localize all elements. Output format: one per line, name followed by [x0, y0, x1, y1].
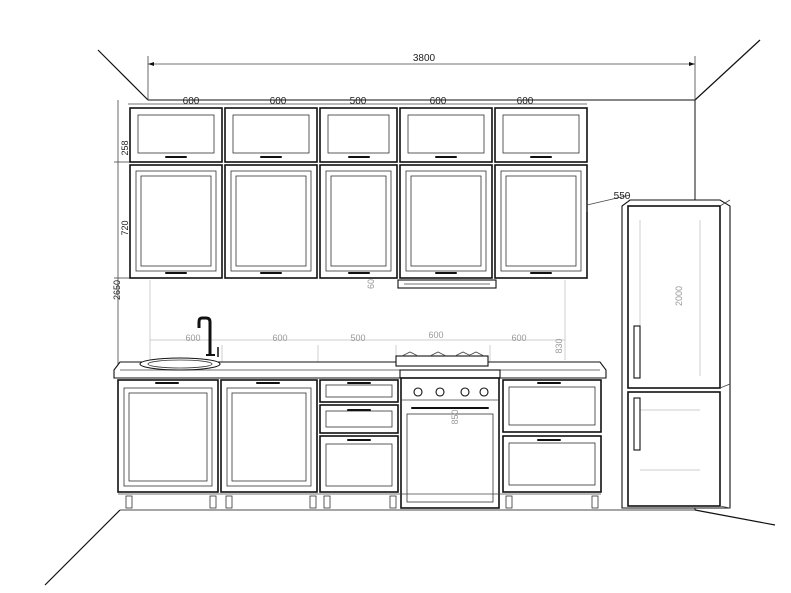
fridge-lower-handle	[633, 397, 641, 451]
overall-width-dimension: 3800	[147, 53, 696, 100]
counter-width-5: 600	[511, 333, 526, 343]
oven-knob-2	[435, 387, 445, 397]
upper-door-height-label: 720	[120, 220, 130, 235]
range-hood: 60	[366, 279, 497, 289]
counter-width-1: 600	[185, 333, 200, 343]
fridge: 2000	[621, 199, 731, 509]
fridge-upper-door	[627, 205, 721, 389]
overall-width-label: 3800	[413, 53, 436, 64]
upper-width-2: 600	[270, 96, 287, 107]
upper-width-3: 500	[350, 96, 367, 107]
oven-knob-4	[479, 387, 489, 397]
plinth	[118, 493, 601, 509]
fridge-depth-label: 550	[614, 191, 631, 202]
fridge-lower-door	[627, 391, 721, 507]
fridge-upper-handle	[633, 325, 641, 379]
gas-hob	[395, 351, 501, 379]
oven-height-label: 850	[450, 409, 460, 424]
backsplash-guides: 600 600 500 600 600 830	[149, 280, 566, 365]
upper-width-5: 600	[517, 96, 534, 107]
upper-cabinets	[129, 107, 588, 279]
oven-knob-3	[460, 387, 470, 397]
left-height-dimensions: 258 720 2650	[112, 100, 130, 370]
upper-top-height-label: 258	[120, 140, 130, 155]
overall-height-label: 2650	[112, 280, 122, 300]
upper-width-1: 600	[183, 96, 200, 107]
upper-width-4: 600	[430, 96, 447, 107]
upper-width-dimensions: 600 600 500 600 600	[128, 96, 587, 107]
base-cabinets: 850	[117, 377, 602, 509]
counter-width-2: 600	[272, 333, 287, 343]
room-outline	[44, 39, 776, 586]
base-height-label: 830	[554, 338, 564, 353]
counter-width-3: 500	[350, 333, 365, 343]
fridge-depth-dimension: 550	[586, 191, 631, 212]
countertop	[113, 357, 607, 379]
fridge-height-label: 2000	[674, 286, 684, 306]
hood-label: 60	[366, 279, 376, 289]
counter-width-4: 600	[428, 330, 443, 340]
faucet	[197, 316, 219, 357]
oven-knob-1	[413, 387, 423, 397]
